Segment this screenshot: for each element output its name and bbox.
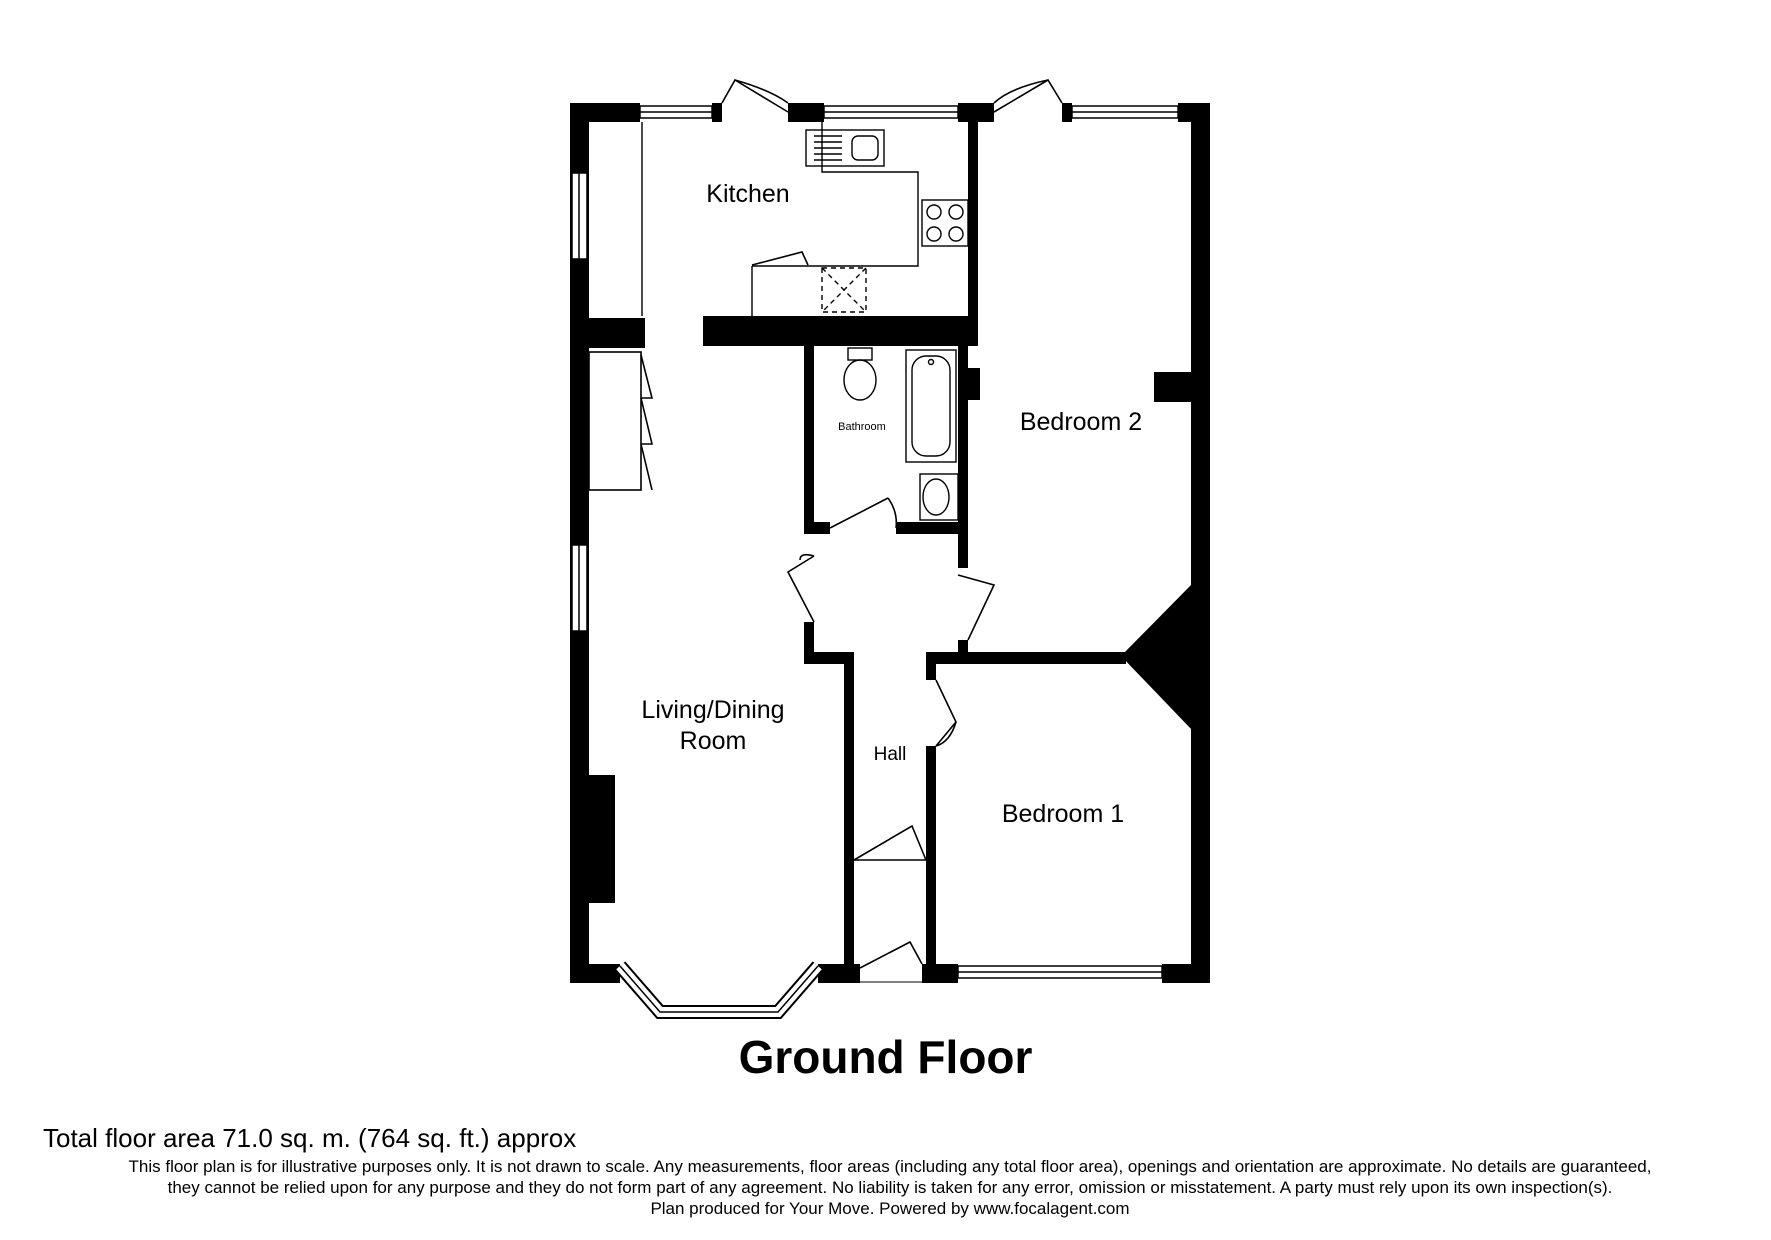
basin-icon bbox=[919, 473, 959, 521]
room-label-living-dining: Living/Dining bbox=[641, 696, 784, 724]
boiler-icon bbox=[821, 267, 867, 313]
total-floor-area: Total floor area 71.0 sq. m. (764 sq. ft… bbox=[43, 1123, 577, 1153]
sink-icon bbox=[805, 129, 885, 167]
room-label-bedroom-2: Bedroom 2 bbox=[1020, 408, 1142, 436]
toilet-icon bbox=[843, 347, 877, 401]
hob-icon bbox=[921, 199, 969, 247]
floor-title: Ground Floor bbox=[738, 1031, 1033, 1083]
disclaimer-line-1: This floor plan is for illustrative purp… bbox=[128, 1157, 1652, 1176]
doors bbox=[588, 78, 1063, 983]
kitchen-fittings bbox=[641, 122, 969, 316]
interior-walls bbox=[589, 118, 1194, 964]
room-label-bathroom: Bathroom bbox=[838, 421, 886, 433]
room-label-kitchen: Kitchen bbox=[706, 180, 789, 208]
room-label-bedroom-1: Bedroom 1 bbox=[1002, 800, 1124, 828]
outer-walls bbox=[570, 103, 1210, 983]
windows bbox=[571, 105, 1179, 1019]
bath-icon bbox=[905, 349, 957, 463]
disclaimer-line-2: they cannot be relied upon for any purpo… bbox=[167, 1178, 1613, 1197]
room-label-living-room: Room bbox=[680, 727, 747, 755]
bathroom-fittings bbox=[843, 347, 959, 521]
room-label-hall: Hall bbox=[874, 744, 907, 765]
disclaimer-line-3: Plan produced for Your Move. Powered by … bbox=[650, 1199, 1130, 1218]
disclaimer: This floor plan is for illustrative purp… bbox=[30, 1156, 1750, 1219]
